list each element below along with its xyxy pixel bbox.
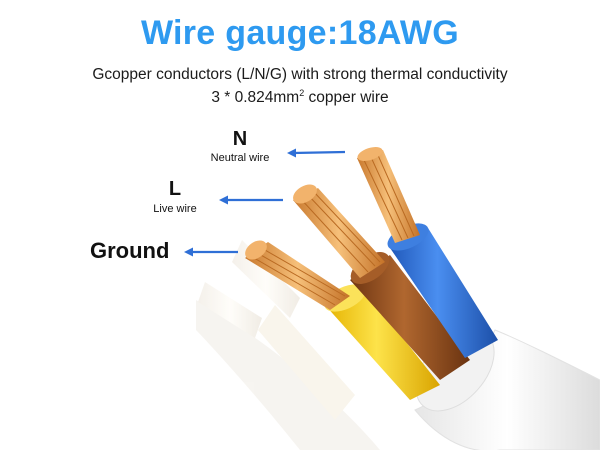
reflection-cable: [196, 240, 380, 450]
live-letter: L: [168, 178, 182, 200]
live-label: Live wire: [153, 203, 197, 215]
arrow-left-icon: [219, 195, 283, 205]
neutral-wire: [357, 147, 498, 358]
live-copper-strands: [293, 184, 385, 278]
description-line-2-prefix: 3 * 0.824mm: [211, 89, 300, 106]
description-line-2-suffix: copper wire: [304, 89, 389, 106]
live-wire: [293, 184, 470, 380]
description-line-2: 3 * 0.824mm2 copper wire: [0, 88, 600, 107]
description-line-1: Gcopper conductors (L/N/G) with strong t…: [92, 66, 508, 83]
arrow-left-icon: [287, 148, 346, 158]
arrow-left-icon: [184, 247, 238, 257]
neutral-label: Neutral wire: [210, 152, 270, 164]
neutral-letter: N: [232, 128, 248, 150]
ground-label: Ground: [90, 238, 170, 263]
ground-wire: [245, 240, 440, 400]
neutral-copper-strands: [357, 147, 420, 243]
page-title: Wire gauge:18AWG: [140, 14, 460, 52]
description-line-2-superscript: 2: [299, 88, 305, 98]
ground-copper-strands: [245, 240, 350, 310]
